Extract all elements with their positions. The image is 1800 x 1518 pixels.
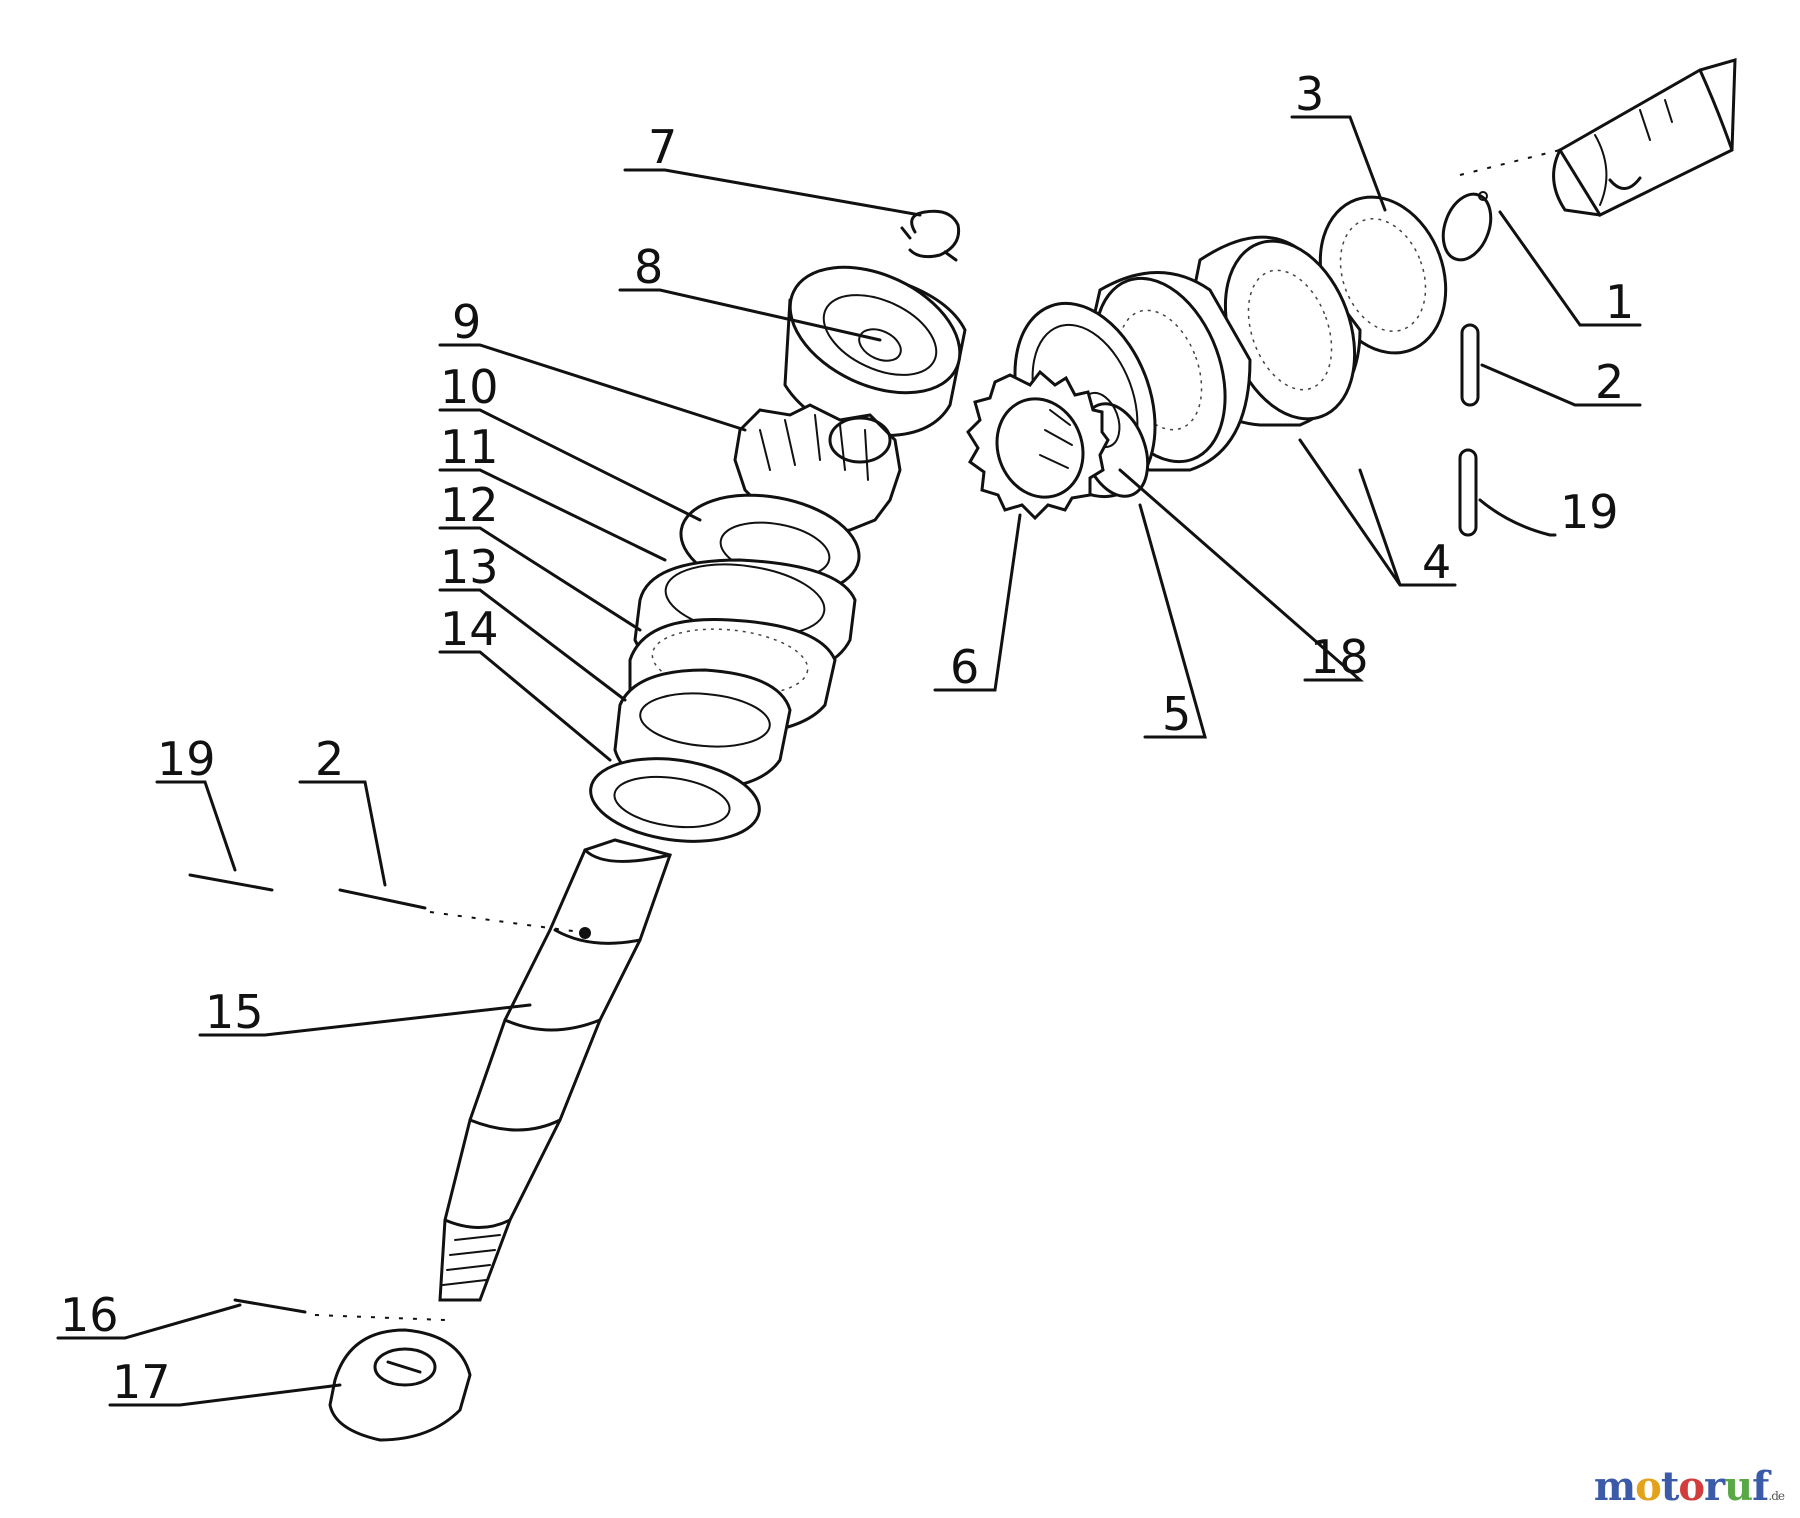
callout-10: 10 (440, 360, 499, 414)
part-16-pin (233, 1298, 446, 1321)
part-15-shaft (438, 838, 672, 1302)
callout-17: 17 (112, 1355, 171, 1409)
leader-lines (56, 115, 1642, 1407)
part-14-flange (589, 757, 761, 843)
callout-16: 16 (60, 1288, 119, 1342)
callout-7: 7 (648, 120, 677, 174)
callout-18: 18 (1310, 630, 1369, 684)
ring-o (1441, 191, 1493, 262)
callout-8: 8 (634, 240, 663, 294)
callout-2-right: 2 (1595, 355, 1624, 409)
callout-15: 15 (205, 985, 264, 1039)
part-7-snap-ring (900, 209, 961, 262)
callout-5: 5 (1162, 687, 1191, 741)
callout-12: 12 (440, 478, 499, 532)
callout-4: 4 (1422, 535, 1451, 589)
callout-3: 3 (1295, 67, 1324, 121)
watermark-letter: m (1593, 1463, 1636, 1510)
callout-19-left: 19 (157, 732, 216, 786)
watermark-letter: r (1704, 1463, 1725, 1510)
callout-19-right: 19 (1560, 485, 1619, 539)
callout-1: 1 (1605, 275, 1634, 329)
watermark-letter: f (1752, 1463, 1769, 1510)
part-8-cap (783, 265, 967, 438)
callout-2-left: 2 (315, 732, 344, 786)
watermark-letter: u (1724, 1463, 1753, 1510)
watermark-letter: t (1660, 1463, 1680, 1510)
callout-11: 11 (440, 420, 499, 474)
part-17-nut (328, 1328, 472, 1442)
watermark-suffix: .de (1768, 1489, 1785, 1503)
motoruf-watermark: motoruf.de (1593, 1463, 1785, 1510)
part-19-pin-left (188, 873, 274, 892)
part-6-bevel-gear (966, 369, 1110, 521)
callout-labels: 1 2 3 4 5 6 7 8 9 10 11 12 13 14 15 16 1… (60, 67, 1634, 1409)
part-19-pin-right (1458, 448, 1478, 537)
callout-6: 6 (950, 640, 979, 694)
callout-14: 14 (440, 602, 499, 656)
callout-9: 9 (452, 295, 481, 349)
watermark-letter: o (1678, 1463, 1705, 1510)
part-1-tube (1459, 57, 1737, 217)
part-2-pin-left (338, 888, 581, 933)
callout-13: 13 (440, 540, 499, 594)
watermark-letter: o (1635, 1463, 1662, 1510)
part-2-pin-right (1460, 323, 1480, 407)
